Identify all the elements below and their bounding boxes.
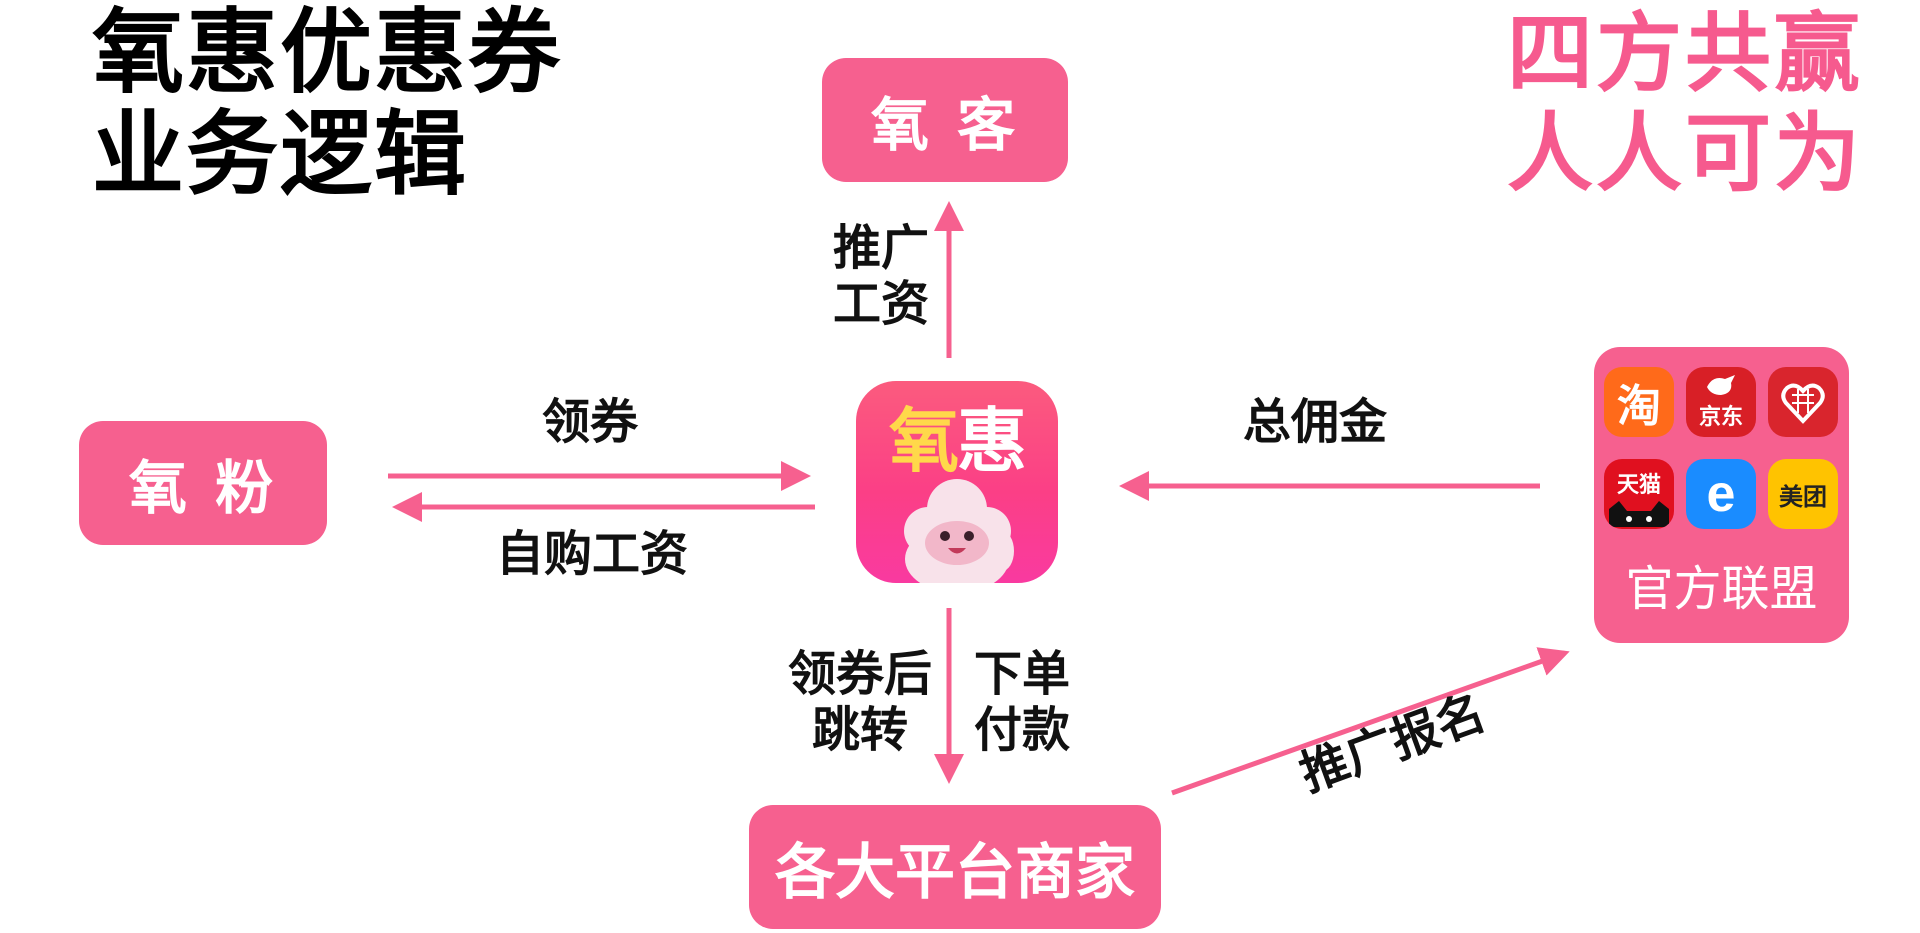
app-name: 氧惠 — [889, 400, 1027, 482]
page-title: 氧惠优惠券 业务逻辑 — [92, 2, 562, 206]
arrow-promo-signup — [1171, 647, 1570, 796]
slogan-line-1: 四方共赢 — [1507, 4, 1863, 104]
tmall-cat-icon — [1609, 501, 1669, 527]
label-promo-wage: 推广 工资 — [833, 220, 930, 332]
slogan-line-2: 人人可为 — [1507, 104, 1863, 204]
pinduoduo-heart-icon — [1781, 383, 1825, 424]
label-order-pay: 下单 付款 — [974, 646, 1071, 758]
pinduoduo-icon — [1768, 367, 1838, 437]
node-oxygen-fans: 氧 粉 — [79, 421, 327, 545]
label-claim-coupon: 领券 — [542, 394, 639, 450]
node-merchants: 各大平台商家 — [749, 805, 1161, 929]
mascot-icon — [904, 479, 1014, 583]
node-oxygen-fans-label: 氧 粉 — [128, 454, 278, 522]
alliance-label: 官方联盟 — [1625, 561, 1818, 617]
label-total-commission: 总佣金 — [1243, 394, 1388, 450]
meituan-icon: 美团 — [1768, 459, 1838, 529]
title-line-2: 业务逻辑 — [92, 101, 469, 208]
slogan: 四方共赢 人人可为 — [1507, 4, 1863, 204]
jd-dog-icon — [1707, 375, 1735, 395]
tmall-icon: 天猫 — [1604, 459, 1674, 529]
node-merchants-label: 各大平台商家 — [775, 837, 1135, 908]
official-alliance-panel: 淘 京东 天猫 e 美团 官方联盟 — [1594, 347, 1849, 643]
node-oxygen-guest: 氧 客 — [822, 58, 1068, 182]
eleme-icon: e — [1686, 459, 1756, 529]
label-self-purchase-wage: 自购工资 — [496, 526, 689, 582]
title-line-1: 氧惠优惠券 — [92, 0, 563, 106]
yanghui-app-icon: 氧惠 — [856, 381, 1058, 583]
node-oxygen-guest-label: 氧 客 — [870, 91, 1020, 159]
label-after-claim-jump: 领券后 跳转 — [788, 646, 933, 758]
taobao-icon: 淘 — [1604, 367, 1674, 437]
jd-icon: 京东 — [1686, 367, 1756, 437]
